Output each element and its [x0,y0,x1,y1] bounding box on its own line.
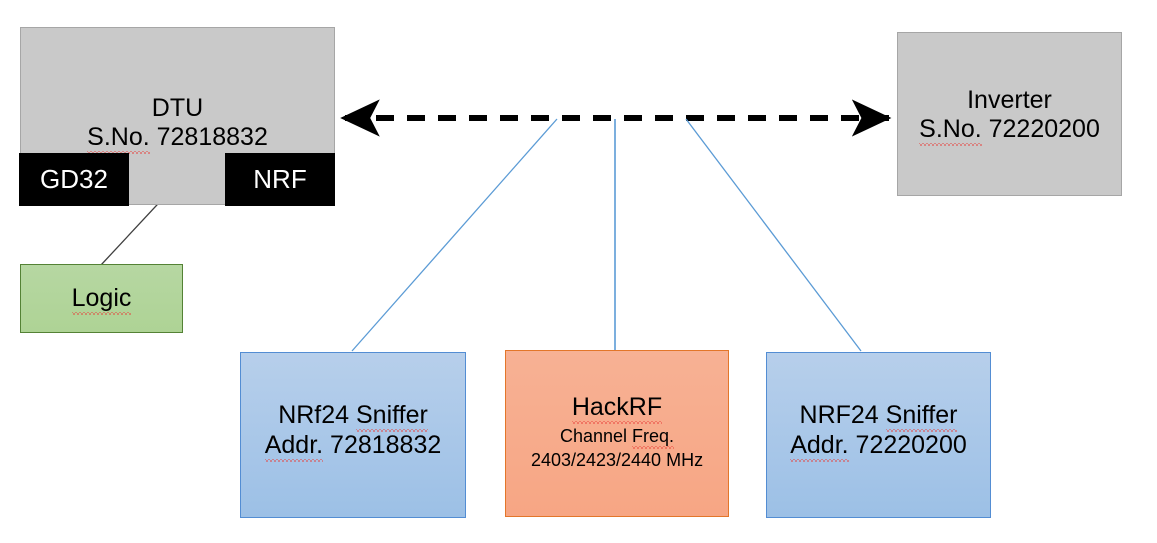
dtu-serial-value: 72818832 [149,123,268,151]
hackrf-channel-word: Channel [559,426,633,446]
dtu-serial: S.No. 72818832 [87,123,268,154]
sniffer-left-model: NRf24 [278,401,356,429]
hackrf-title-text: HackRF [571,393,663,424]
sniffer-left-line1: NRf24 Sniffer [278,401,428,432]
hackrf-frequencies: 2403/2423/2440 MHz [530,449,704,470]
sniffer-left-line2: Addr. 72818832 [264,431,442,462]
sniffer-left-addr-prefix: Addr. [264,431,324,462]
dtu-serial-prefix: S.No. [87,123,150,154]
node-nrf[interactable]: NRF [225,153,335,206]
nrf-label: NRF [253,164,307,195]
sniffer-left-role: Sniffer [356,401,428,432]
logic-label-text: Logic [71,283,132,315]
sniffer-right-line1: NRF24 Sniffer [799,401,958,432]
inverter-serial-value: 72220200 [981,115,1100,143]
tap-line-left [351,118,558,352]
sniffer-right-line2: Addr. 72220200 [790,431,967,462]
hackrf-freq-word: Freq. [632,426,675,449]
sniffer-right-role: Sniffer [885,401,958,432]
sniffer-right-addr-value: 72220200 [848,431,967,459]
inverter-title: Inverter [967,86,1052,114]
tap-line-right [685,118,862,352]
sniffer-right-model: NRF24 [799,401,886,429]
node-sniffer-right[interactable]: NRF24 Sniffer Addr. 72220200 [766,352,991,518]
hackrf-title: HackRF [571,393,663,424]
hackrf-channel-label: Channel Freq. [559,426,675,449]
inverter-serial-prefix: S.No. [919,115,982,146]
dtu-title: DTU [151,94,204,122]
sniffer-right-addr-prefix: Addr. [790,431,849,462]
sniffer-left-addr-value: 72818832 [323,431,442,459]
node-gd32[interactable]: GD32 [19,153,129,206]
inverter-serial: S.No. 72220200 [919,115,1100,146]
logic-label: Logic [71,283,132,315]
node-sniffer-left[interactable]: NRf24 Sniffer Addr. 72818832 [240,352,466,518]
node-hackrf[interactable]: HackRF Channel Freq. 2403/2423/2440 MHz [505,350,729,517]
node-logic[interactable]: Logic [20,264,183,333]
gd32-label: GD32 [40,164,108,195]
node-inverter[interactable]: Inverter S.No. 72220200 [897,32,1122,196]
